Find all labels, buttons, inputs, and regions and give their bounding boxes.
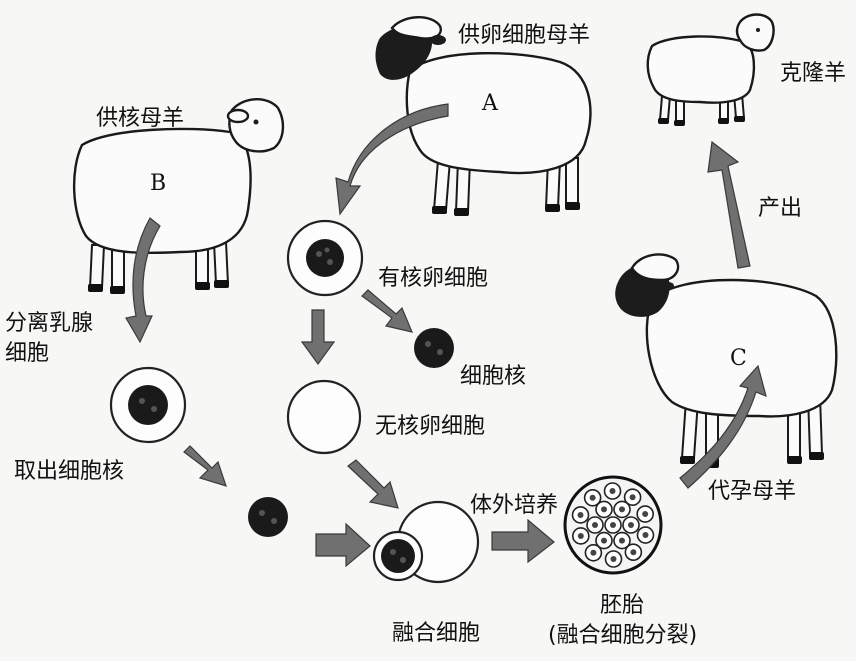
- donor-nucleus: [248, 497, 288, 537]
- label-cell-word: 细胞: [5, 341, 49, 366]
- enucleated-egg-cell: [288, 381, 360, 453]
- mammary-cell: [111, 368, 185, 442]
- label-isolate-mammary: 分离乳腺: [5, 311, 93, 336]
- embryo-cell-nucleus: [578, 533, 584, 539]
- sheep-b-letter: B: [150, 171, 166, 196]
- label-donor-egg-ewe: 供卵细胞母羊: [458, 23, 590, 48]
- label-fused-cell: 融合细胞: [392, 621, 480, 646]
- embryo-cell-nucleus: [642, 511, 648, 517]
- clone-sheep: [648, 15, 774, 127]
- arrow-in-vitro: [492, 520, 554, 562]
- arrow-to-enucleated: [302, 310, 334, 364]
- sheep-a-letter: A: [481, 91, 499, 116]
- embryo-cell-nucleus: [578, 512, 584, 518]
- embryo-cell-nucleus: [619, 538, 625, 544]
- label-surrogate-ewe: 代孕母羊: [708, 479, 796, 504]
- embryo-cell-nucleus: [642, 532, 648, 538]
- label-embryo: 胚胎: [600, 593, 644, 618]
- arrow-produce: [708, 142, 750, 268]
- embryo-cell-nucleus: [610, 488, 616, 494]
- label-enucleated-egg: 无核卵细胞: [375, 414, 485, 439]
- embryo-cell-nucleus: [628, 522, 634, 528]
- sheep-c-letter: C: [730, 346, 747, 371]
- arrow-to-fusion: [348, 460, 398, 508]
- embryo-cell-nucleus: [610, 556, 616, 562]
- label-embryo-note: (融合细胞分裂): [548, 623, 697, 648]
- embryo-cell-nucleus: [630, 494, 636, 500]
- embryo-cell-nucleus: [630, 549, 636, 555]
- label-nucleus: 细胞核: [460, 364, 526, 389]
- fused-cell: [374, 502, 478, 582]
- label-donor-nucleus-ewe: 供核母羊: [96, 106, 184, 131]
- embryo-cell-nucleus: [592, 522, 598, 528]
- embryo-cell-nucleus: [590, 495, 596, 501]
- arrow-to-nucleus: [362, 290, 412, 332]
- label-nucleated-egg: 有核卵细胞: [378, 266, 488, 291]
- label-in-vitro-culture: 体外培养: [470, 493, 558, 518]
- extracted-nucleus: [414, 328, 454, 368]
- embryo-cell-nucleus: [610, 522, 616, 528]
- arrow-nucleus-to-fusion: [316, 524, 370, 566]
- label-extract-nucleus: 取出细胞核: [14, 459, 124, 484]
- embryo-cell-nucleus: [590, 550, 596, 556]
- embryo-cell-nucleus: [601, 506, 607, 512]
- arrow-extract-nucleus: [184, 446, 226, 486]
- nucleated-egg-cell: [288, 221, 362, 295]
- embryo-cell-nucleus: [601, 538, 607, 544]
- label-produce: 产出: [758, 196, 802, 221]
- embryo: [565, 477, 661, 573]
- label-clone-sheep: 克隆羊: [780, 61, 846, 86]
- embryo-cell-nucleus: [619, 506, 625, 512]
